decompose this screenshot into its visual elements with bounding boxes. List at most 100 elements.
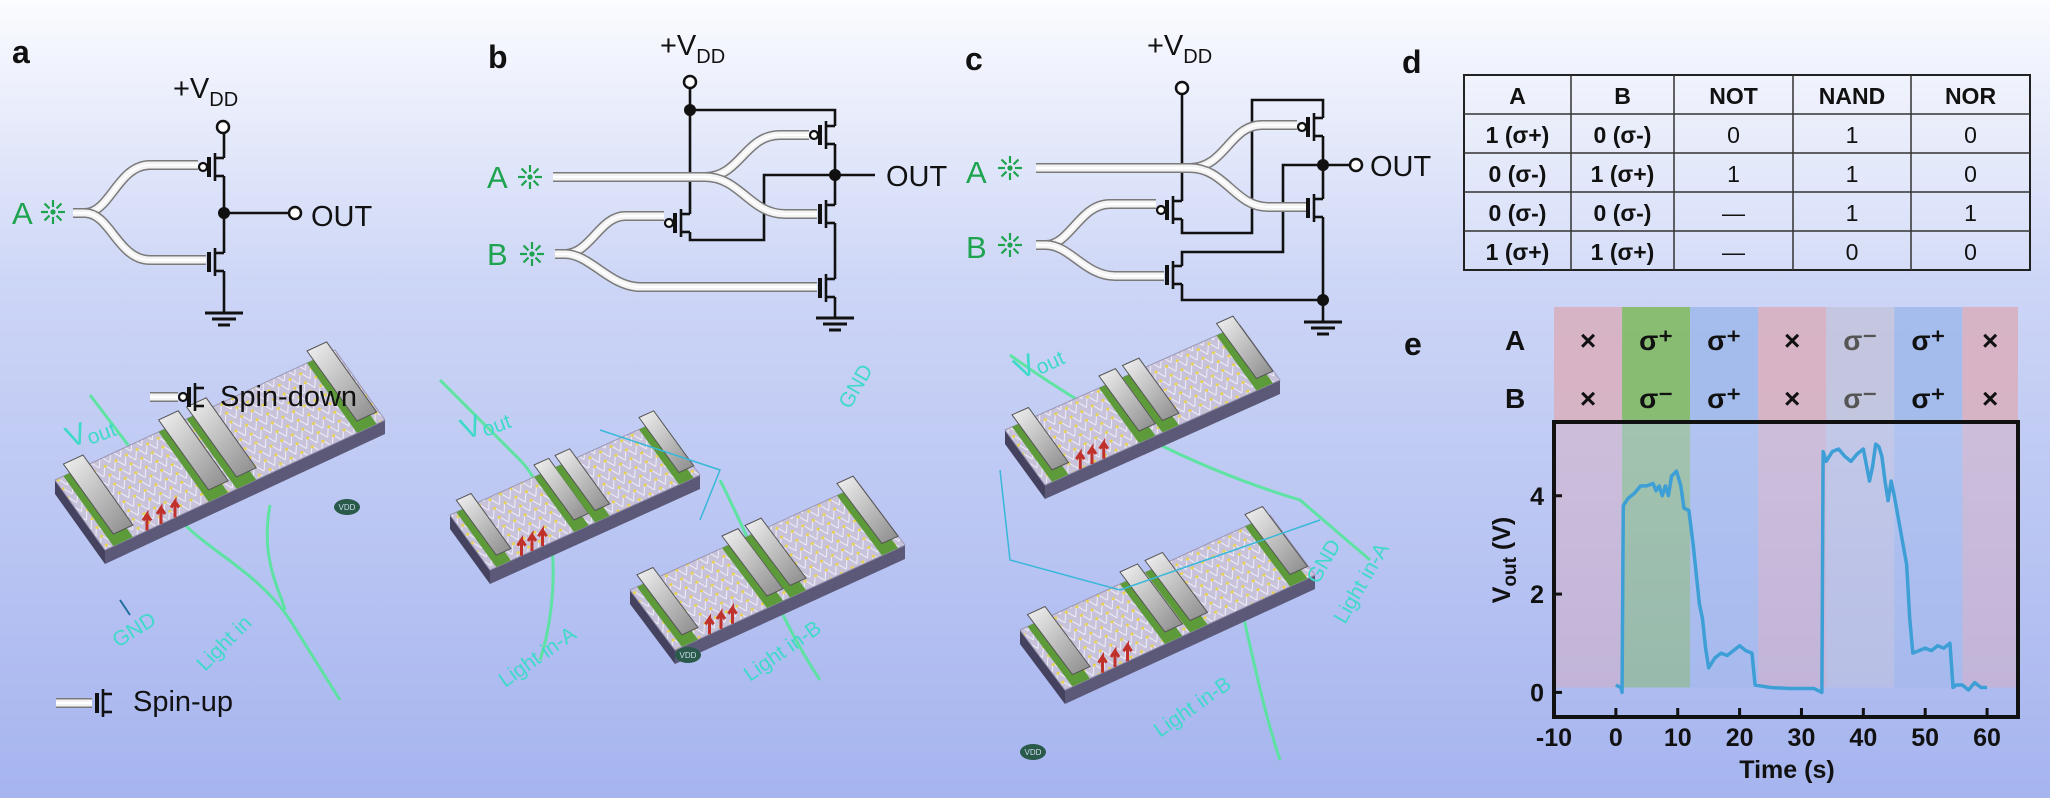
input-a-label: A bbox=[966, 155, 987, 190]
band-label-b: σ⁺ bbox=[1911, 383, 1945, 414]
gate-bubble bbox=[663, 217, 675, 229]
input-state-band-overlay bbox=[1622, 422, 1691, 688]
spin-arrow-icon bbox=[1086, 443, 1098, 464]
light-ray bbox=[1012, 158, 1020, 166]
row-label-a: A bbox=[1505, 325, 1525, 356]
light-ray bbox=[1012, 235, 1020, 243]
nmos-transistor-icon bbox=[1165, 261, 1182, 289]
light-ray bbox=[522, 244, 530, 252]
band-label-a: × bbox=[1982, 325, 1998, 356]
terminal-circle bbox=[682, 74, 698, 90]
substrate-side bbox=[490, 475, 700, 584]
light-core bbox=[1007, 242, 1013, 248]
table-cell: 0 (σ-) bbox=[1489, 200, 1547, 226]
electrode-top bbox=[554, 448, 611, 512]
electrode-top bbox=[1098, 368, 1157, 432]
gate-bubble bbox=[808, 129, 820, 141]
svg-text:VDD: VDD bbox=[339, 503, 356, 512]
spin-transistor-device bbox=[1004, 315, 1281, 499]
pmos-transistor-icon bbox=[1296, 113, 1323, 141]
light-source-icon bbox=[520, 242, 544, 266]
y-tick-label: 4 bbox=[1530, 483, 1544, 511]
spin-arrow-icon bbox=[1109, 646, 1121, 667]
light-ray bbox=[522, 256, 530, 264]
electrode-top bbox=[1119, 563, 1184, 633]
out-label: OUT bbox=[1370, 151, 1432, 183]
svg-text:VDD: VDD bbox=[1025, 748, 1042, 757]
spin-transistor-device bbox=[629, 475, 906, 664]
band-label-a: σ⁺ bbox=[1911, 325, 1945, 356]
y-tick-label: 2 bbox=[1530, 581, 1544, 609]
substrate-side bbox=[1045, 380, 1280, 499]
table-header-b: B bbox=[1614, 83, 1631, 109]
light-ray bbox=[534, 256, 542, 264]
nmos-transistor-icon bbox=[1306, 194, 1323, 222]
waveguide-highlight bbox=[553, 176, 817, 215]
spin-arrow-icon bbox=[1097, 651, 1108, 673]
table-border bbox=[1463, 74, 2031, 271]
input-state-band bbox=[1758, 307, 1827, 422]
panel-label-c: c bbox=[965, 41, 983, 77]
gate-bubble bbox=[197, 161, 209, 173]
nmos-transistor-icon bbox=[207, 248, 224, 276]
table-header-nand: NAND bbox=[1819, 83, 1885, 109]
x-tick-label: 50 bbox=[1911, 724, 1939, 752]
light-source-icon bbox=[41, 200, 65, 224]
table-cell: 1 (σ+) bbox=[1591, 239, 1655, 265]
spin-arrow-icon bbox=[141, 509, 153, 531]
substrate-side bbox=[1065, 575, 1315, 704]
table-cell: 1 bbox=[1727, 161, 1740, 187]
electrode-top bbox=[721, 528, 784, 597]
substrate-end bbox=[55, 480, 105, 564]
gate-bubble bbox=[177, 391, 189, 403]
table-cell: 1 (σ+) bbox=[1486, 122, 1550, 148]
band-label-b: × bbox=[1580, 383, 1596, 414]
waveguide-highlight bbox=[555, 253, 817, 288]
electrode-top bbox=[1121, 357, 1180, 422]
substrate-end bbox=[1005, 430, 1045, 499]
plot-frame bbox=[1552, 420, 2020, 719]
light-ray bbox=[55, 214, 63, 222]
input-state-band bbox=[1962, 307, 2018, 422]
input-state-band bbox=[1554, 307, 1623, 422]
table-cell: 1 bbox=[1964, 200, 1977, 226]
optical-waveguide bbox=[1036, 163, 1306, 212]
x-tick-label: 0 bbox=[1609, 724, 1623, 752]
substrate-side bbox=[105, 420, 385, 564]
electrode-top bbox=[744, 517, 807, 587]
electrode-top bbox=[1144, 551, 1209, 622]
spin-arrow-icon bbox=[1098, 437, 1109, 459]
nor-schematic bbox=[998, 80, 1364, 336]
spin-arrow-icon bbox=[169, 496, 181, 518]
spin-arrow-icon bbox=[155, 503, 167, 524]
table-cell: 0 bbox=[1964, 239, 1977, 265]
spin-arrow-icon bbox=[715, 608, 727, 629]
band-label-a: σ⁺ bbox=[1707, 325, 1741, 356]
table-cell: 1 (σ+) bbox=[1486, 239, 1550, 265]
table-header-a: A bbox=[1509, 83, 1526, 109]
spin-transistor-device bbox=[449, 410, 701, 584]
input-state-band bbox=[1690, 307, 1759, 422]
light-ray bbox=[1000, 158, 1008, 166]
input-state-band-overlay bbox=[1690, 422, 1759, 688]
electrode-top bbox=[306, 341, 378, 422]
light-core bbox=[527, 174, 533, 180]
light-ray bbox=[1000, 235, 1008, 243]
vdd-label: +VDD bbox=[1147, 30, 1212, 68]
x-tick-label: 20 bbox=[1726, 724, 1754, 752]
panel-c: c +VDD A B OUT Vout GND Light in-A Light… bbox=[965, 30, 1432, 761]
table-cell: 0 bbox=[1846, 239, 1859, 265]
panel-label-d: d bbox=[1402, 44, 1422, 80]
light-ray bbox=[43, 214, 51, 222]
light-ray bbox=[43, 202, 51, 210]
panel-label-e: e bbox=[1404, 326, 1422, 362]
light-ray bbox=[1012, 170, 1020, 178]
input-a-label: A bbox=[12, 196, 33, 231]
pmos-transistor-icon bbox=[1155, 196, 1182, 224]
spin-up-label: Spin-up bbox=[133, 686, 233, 718]
light-ray bbox=[1000, 247, 1008, 255]
light-core bbox=[1007, 165, 1013, 171]
